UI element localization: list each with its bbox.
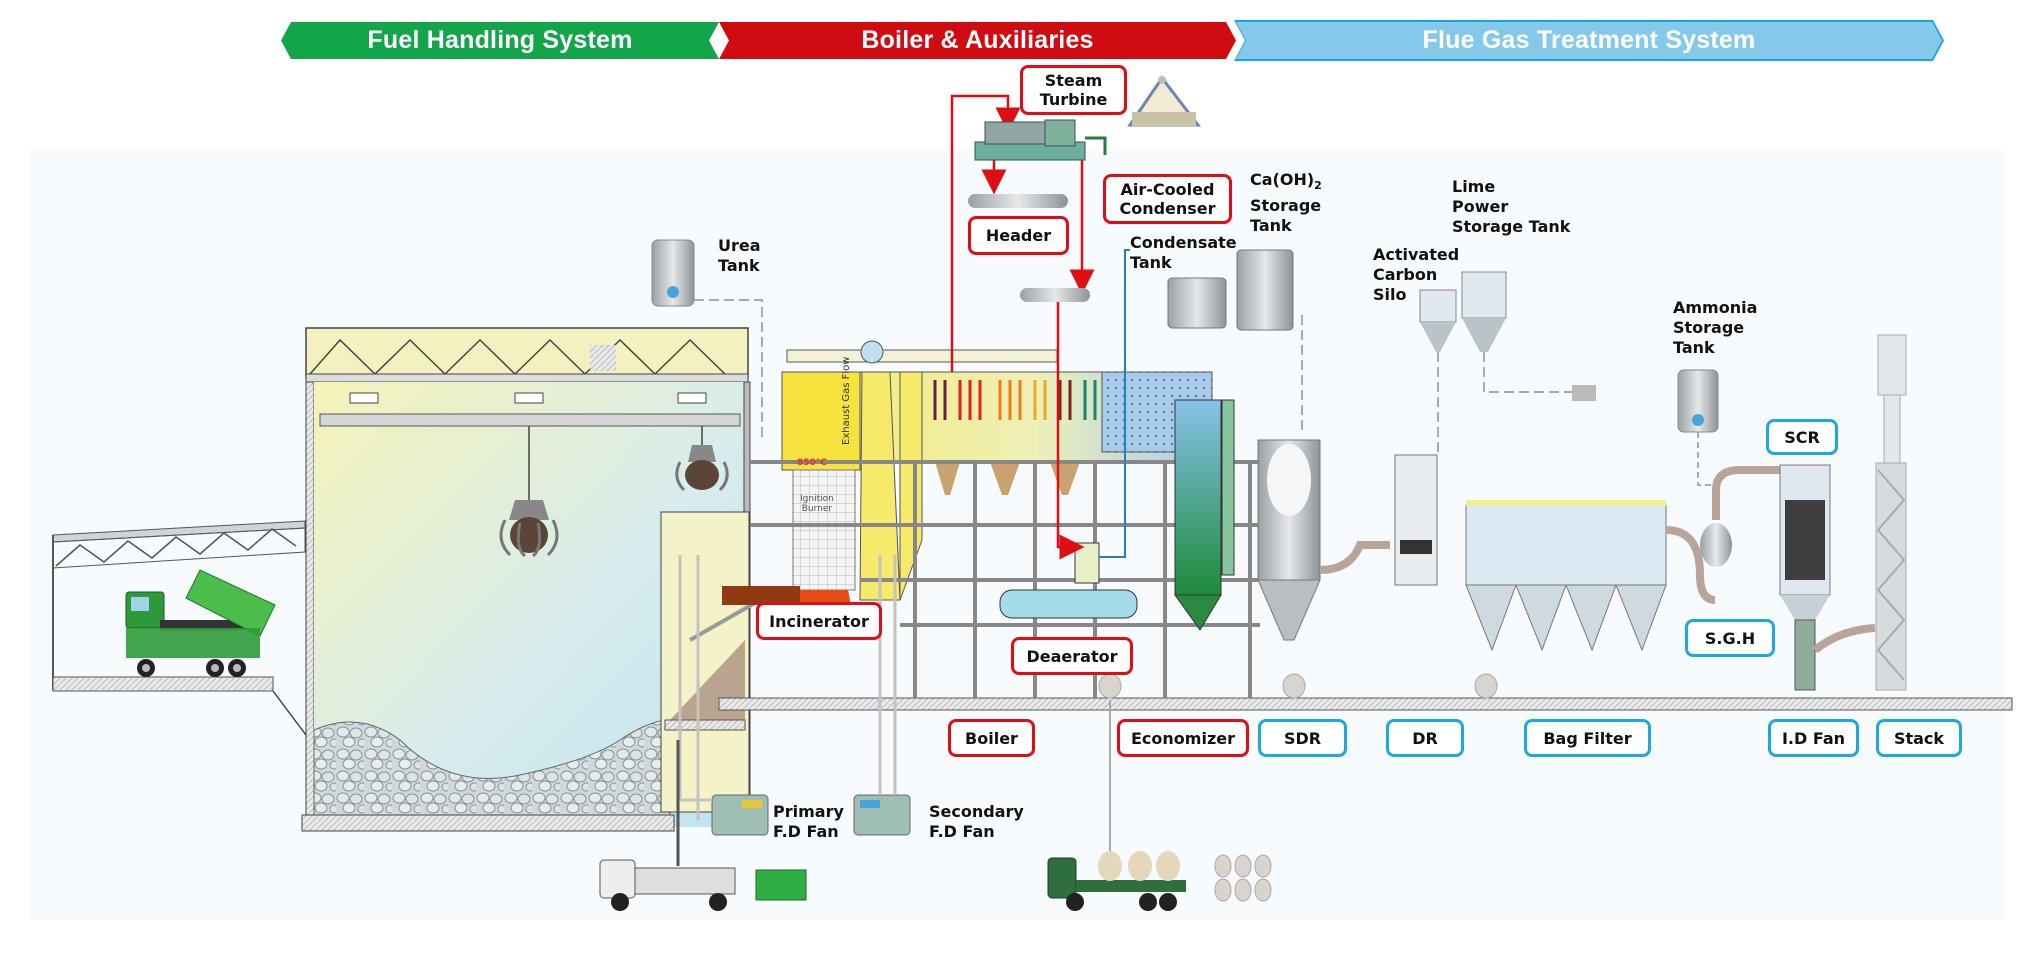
air-cooled-condenser-unit bbox=[1127, 75, 1202, 127]
condensate-line bbox=[1099, 249, 1130, 558]
scr-reactor bbox=[1779, 464, 1831, 691]
primary-fd-fan-label: Primary F.D Fan bbox=[773, 802, 844, 841]
cooling-tower bbox=[1174, 399, 1235, 631]
fly-ash-truck bbox=[1047, 851, 1186, 911]
stack-label: Stack bbox=[1876, 719, 1962, 757]
secondary-fd-fan-label: Secondary F.D Fan bbox=[929, 802, 1024, 841]
fuel-handling-system-banner: Fuel Handling System bbox=[281, 22, 719, 59]
boiler-auxiliaries-banner: Boiler & Auxiliaries bbox=[719, 22, 1236, 59]
fuel-handling-system-title: Fuel Handling System bbox=[367, 26, 633, 54]
activated-carbon-silo-label: Activated Carbon Silo bbox=[1373, 245, 1460, 304]
air-cooled-condenser-label: Air-Cooled Condenser bbox=[1103, 174, 1232, 224]
sdr-label: SDR bbox=[1258, 719, 1347, 757]
scr-label: SCR bbox=[1766, 419, 1838, 455]
ammonia-storage-tank-label: Ammonia Storage Tank bbox=[1673, 298, 1758, 357]
sgh-label: S.G.H bbox=[1685, 619, 1775, 657]
flue-gas-treatment-banner: Flue Gas Treatment System bbox=[1236, 22, 1942, 59]
steam-turbine-unit bbox=[974, 119, 1107, 161]
deaerator-label: Deaerator bbox=[1011, 637, 1133, 675]
reagent-line bbox=[1437, 352, 1580, 455]
boiler-structure bbox=[722, 340, 1260, 698]
feed-hopper bbox=[660, 511, 761, 813]
urea-tank-graphic bbox=[651, 239, 695, 307]
steam-drum-pipe bbox=[1020, 288, 1090, 302]
condensate-tank-label: Condensate Tank bbox=[1130, 233, 1237, 272]
caoh2-storage-tank-text: Storage Tank bbox=[1250, 196, 1322, 236]
economizer-label: Economizer bbox=[1117, 719, 1249, 757]
id-fan-label: I.D Fan bbox=[1768, 719, 1859, 757]
lime-power-storage-tank-label: Lime Power Storage Tank bbox=[1452, 177, 1571, 236]
bag-filter-label: Bag Filter bbox=[1524, 719, 1651, 757]
caoh2-tank-graphic bbox=[1236, 249, 1294, 331]
boiler-label: Boiler bbox=[948, 719, 1035, 757]
ground-slab bbox=[718, 697, 2013, 711]
dr-label: DR bbox=[1386, 719, 1464, 757]
header-label: Header bbox=[968, 216, 1069, 255]
boiler-auxiliaries-title: Boiler & Auxiliaries bbox=[861, 26, 1094, 54]
urea-tank-label: Urea Tank bbox=[718, 236, 761, 275]
dump-truck-green bbox=[125, 569, 276, 677]
duct-to-stack bbox=[1812, 624, 1876, 654]
caoh2-subscript: 2 bbox=[1314, 179, 1322, 193]
waste-bunker bbox=[301, 327, 751, 832]
steam-lines bbox=[950, 94, 1095, 560]
stack-graphic bbox=[1875, 334, 1907, 691]
exhaust-gas-flow-annotation: Exhaust Gas Flow bbox=[841, 356, 852, 445]
ash-container bbox=[755, 869, 807, 901]
steam-turbine-label: Steam Turbine bbox=[1020, 65, 1127, 115]
temperature-annotation: 850°C bbox=[797, 458, 827, 468]
ash-bags bbox=[1214, 854, 1272, 902]
receiving-hall bbox=[52, 520, 307, 736]
ignition-burner-annotation: Ignition Burner bbox=[800, 494, 834, 514]
lime-storage-silo-graphic bbox=[1461, 271, 1507, 352]
activated-carbon-silo-graphic bbox=[1419, 289, 1457, 352]
secondary-fd-fan-graphic bbox=[853, 794, 911, 836]
sgh-unit bbox=[1700, 523, 1732, 567]
ash-bags-ground bbox=[1098, 673, 1498, 699]
ammonia-line bbox=[1697, 432, 1720, 486]
header-pipe bbox=[968, 194, 1068, 208]
blower bbox=[1572, 385, 1596, 401]
bag-filter-unit bbox=[1465, 500, 1667, 652]
urea-line bbox=[694, 299, 763, 440]
flue-gas-treatment-title: Flue Gas Treatment System bbox=[1422, 26, 1756, 54]
condensate-tank-graphic bbox=[1167, 277, 1227, 329]
duct-to-sgh bbox=[1665, 526, 1716, 604]
ash-truck-white bbox=[599, 859, 736, 911]
sdr-reactor bbox=[1257, 439, 1321, 641]
ammonia-tank-graphic bbox=[1677, 369, 1719, 433]
primary-fd-fan-graphic bbox=[711, 794, 769, 836]
dr-reactor bbox=[1394, 454, 1438, 586]
incinerator-label: Incinerator bbox=[756, 602, 882, 640]
caoh2-formula: Ca(OH) bbox=[1250, 170, 1315, 189]
